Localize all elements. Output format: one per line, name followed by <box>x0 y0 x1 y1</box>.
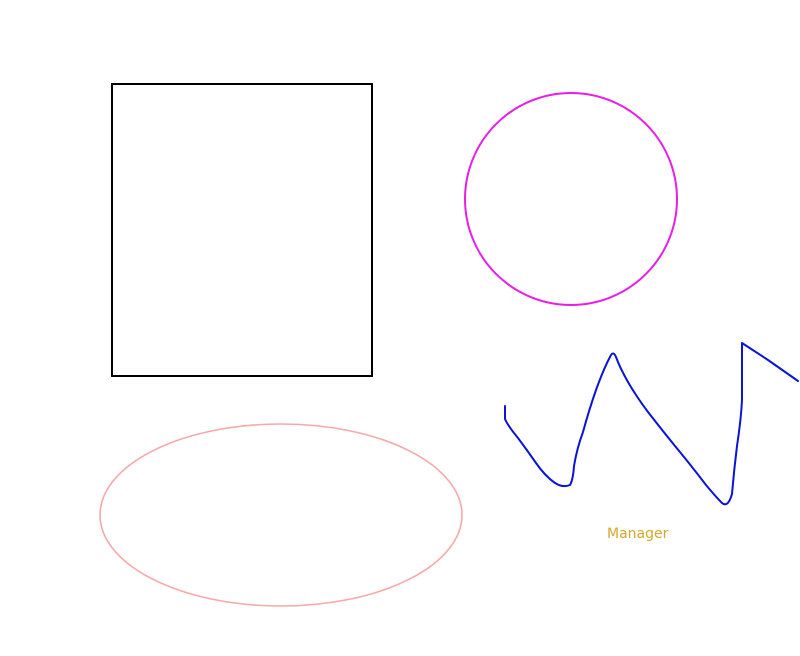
rectangle-shape[interactable] <box>111 83 373 377</box>
freehand-stroke[interactable] <box>504 342 799 506</box>
ellipse-shape[interactable] <box>99 423 463 607</box>
circle-shape[interactable] <box>464 92 678 306</box>
text-label[interactable]: Manager <box>607 526 669 542</box>
